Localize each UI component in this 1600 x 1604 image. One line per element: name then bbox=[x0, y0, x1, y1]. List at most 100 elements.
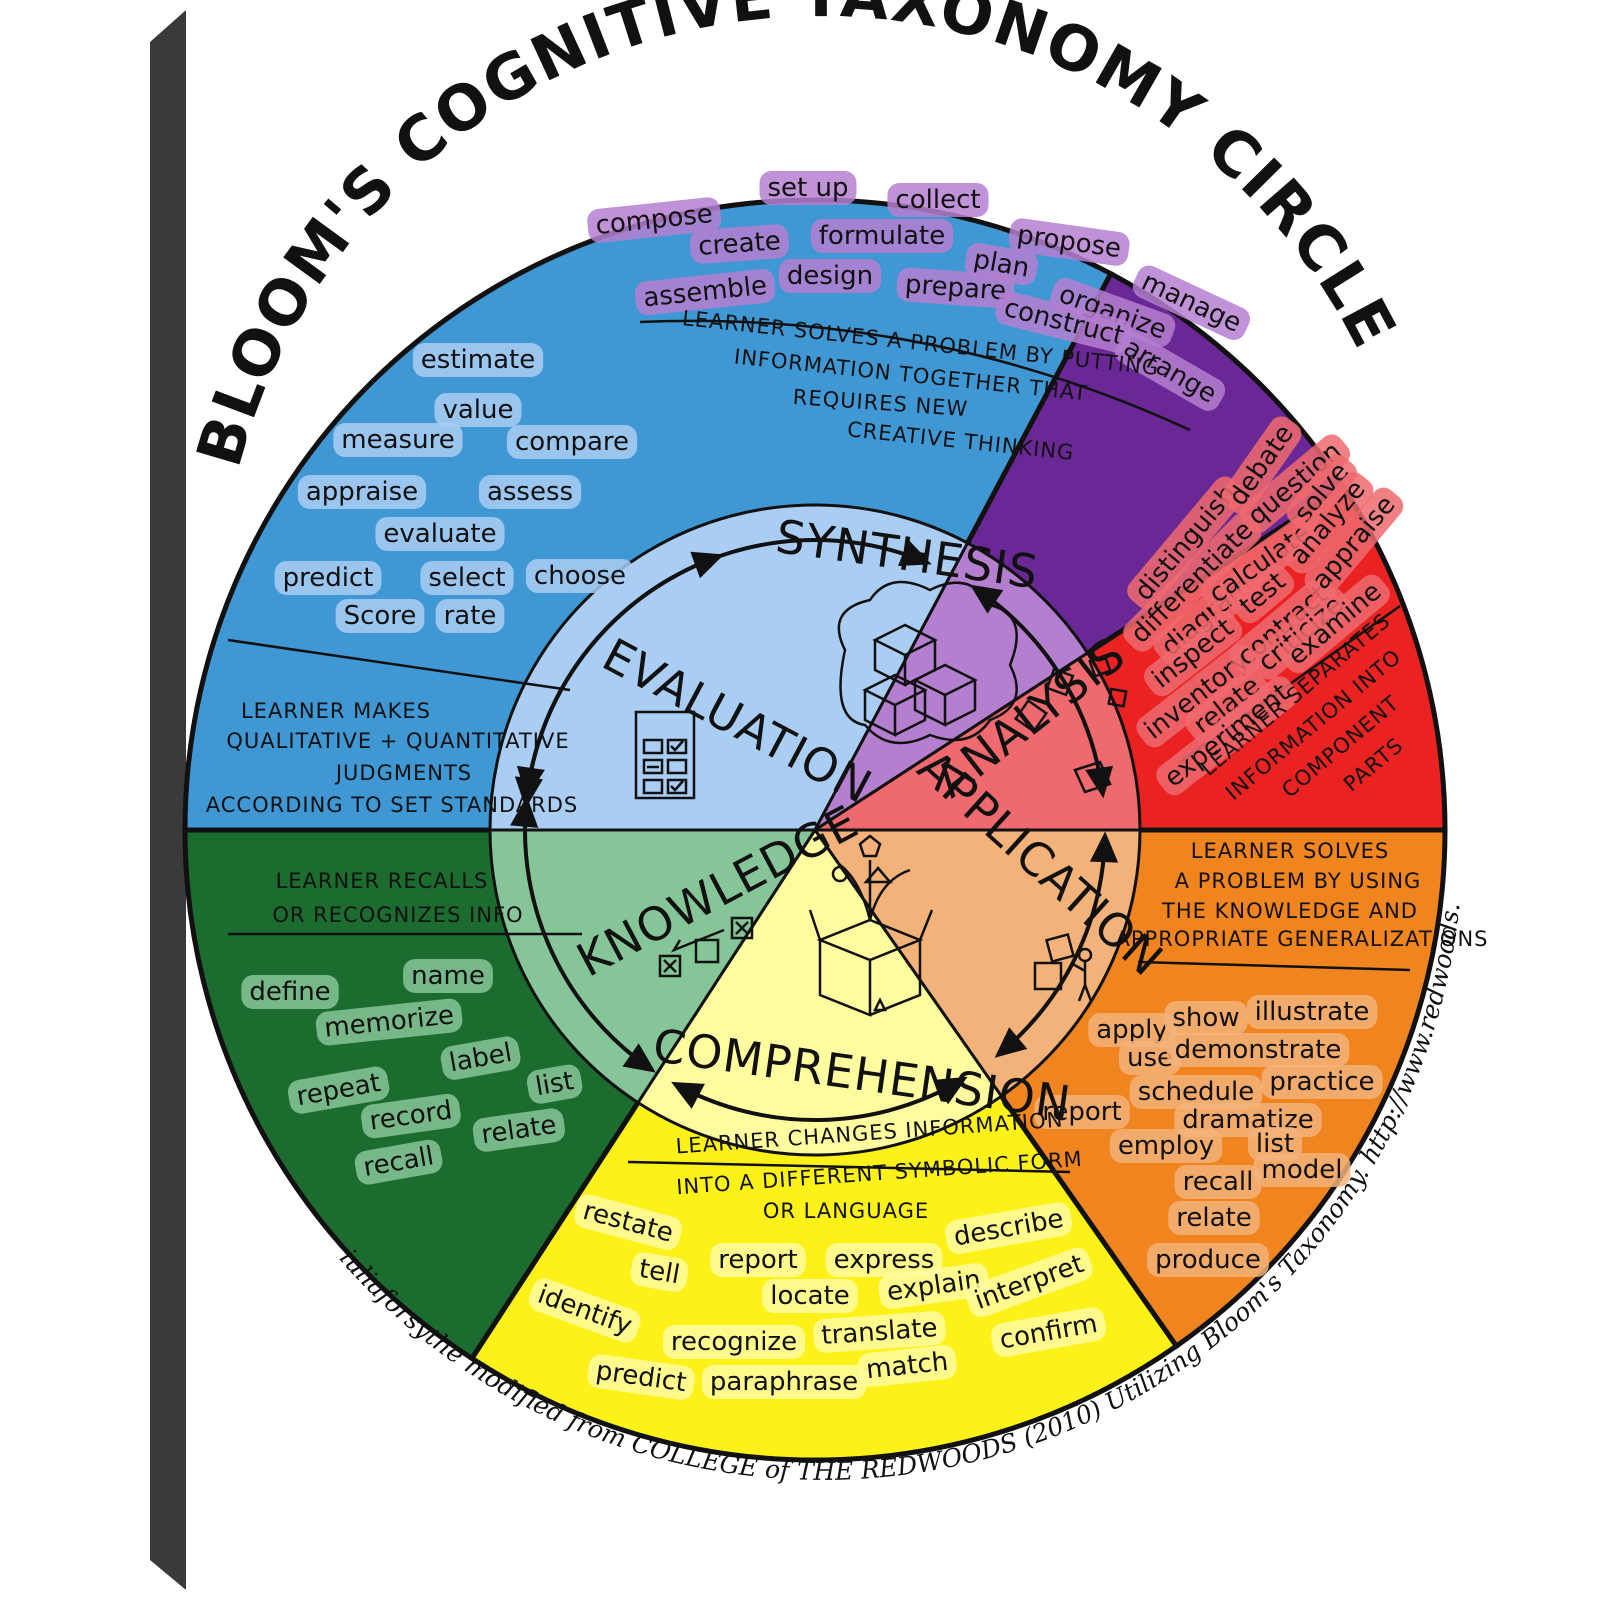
application-description: THE KNOWLEDGE AND bbox=[1161, 899, 1418, 923]
synthesis-divider bbox=[639, 319, 1191, 432]
arrowhead bbox=[933, 1076, 968, 1105]
verb-chip: translate bbox=[813, 1311, 946, 1353]
verb-highlight bbox=[526, 1064, 583, 1104]
verb-highlight bbox=[1008, 218, 1130, 266]
knowledge-description: OR RECOGNIZES INFO bbox=[272, 903, 523, 927]
cycle-arrow bbox=[523, 804, 650, 1070]
arrowhead bbox=[690, 551, 725, 579]
verb-text: illustrate bbox=[1255, 997, 1370, 1027]
verb-text: estimate bbox=[421, 345, 535, 375]
verb-highlight bbox=[403, 959, 493, 993]
verb-highlight bbox=[878, 1263, 990, 1310]
verb-highlight bbox=[825, 1243, 943, 1277]
verb-highlight bbox=[1174, 1165, 1262, 1199]
verb-highlight bbox=[689, 224, 789, 264]
verb-highlight bbox=[1127, 476, 1245, 610]
verb-highlight bbox=[1247, 1127, 1303, 1161]
verb-highlight bbox=[506, 425, 638, 459]
canvas-edge-shadow bbox=[150, 10, 186, 1590]
verb-highlight bbox=[354, 1139, 443, 1185]
verb-text: list bbox=[533, 1066, 576, 1102]
verb-chip: measure bbox=[333, 423, 463, 457]
application-divider bbox=[1137, 960, 1411, 972]
verb-text: recall bbox=[1183, 1167, 1254, 1197]
verb-highlight bbox=[1050, 278, 1176, 347]
verb-chip: model bbox=[1253, 1153, 1351, 1187]
evaluation-divider bbox=[227, 638, 571, 692]
icons bbox=[634, 580, 1128, 1017]
verb-chip: choose bbox=[525, 559, 635, 593]
verb-highlight bbox=[1147, 1243, 1269, 1277]
verb-chip: report bbox=[710, 1243, 806, 1277]
verb-chip: illustrate bbox=[1246, 995, 1378, 1029]
verb-highlight bbox=[420, 561, 514, 595]
verb-highlight bbox=[333, 423, 463, 457]
verb-chip: produce bbox=[1147, 1243, 1269, 1277]
evaluation-description: LEARNER MAKES bbox=[241, 699, 431, 723]
cycle-arrow bbox=[1000, 840, 1107, 1054]
arrowhead bbox=[516, 765, 545, 799]
verb-highlight bbox=[701, 1365, 867, 1399]
verb-highlight bbox=[813, 1311, 946, 1353]
verb-highlight bbox=[1034, 1095, 1130, 1129]
verb-chip: list bbox=[526, 1064, 583, 1104]
verb-highlight bbox=[274, 561, 382, 595]
arrowhead bbox=[510, 795, 539, 828]
evaluation-description: QUALITATIVE + QUANTITATIVE bbox=[226, 729, 569, 753]
verb-text: define bbox=[249, 977, 330, 1007]
verb-highlight bbox=[710, 1243, 806, 1277]
verb-highlight bbox=[587, 1354, 695, 1400]
verb-highlight bbox=[778, 259, 882, 293]
verb-chip: Score bbox=[335, 599, 425, 633]
verb-highlight bbox=[887, 183, 989, 217]
verb-text: collect bbox=[895, 185, 980, 215]
verb-chip: create bbox=[689, 224, 789, 264]
verb-chip: assess bbox=[478, 475, 582, 509]
verb-text: employ bbox=[1118, 1131, 1214, 1161]
cubes-cloud-icon bbox=[837, 580, 1018, 745]
verb-text: locate bbox=[770, 1281, 850, 1311]
verb-highlight bbox=[574, 1194, 682, 1250]
verb-highlight bbox=[966, 1247, 1093, 1318]
verb-chip: schedule bbox=[1129, 1075, 1263, 1109]
verb-highlight bbox=[1239, 434, 1351, 534]
verb-chip: relate bbox=[1168, 1201, 1260, 1235]
verb-chip: predict bbox=[587, 1354, 695, 1400]
verb-text: prepare bbox=[904, 270, 1007, 307]
verb-highlight bbox=[857, 1345, 957, 1387]
arrowhead bbox=[1089, 831, 1119, 863]
verb-text: use bbox=[1127, 1043, 1173, 1073]
verb-highlight bbox=[587, 197, 722, 243]
verb-highlight bbox=[412, 343, 544, 377]
verb-chip: compare bbox=[506, 425, 638, 459]
verb-chip: paraphrase bbox=[701, 1365, 867, 1399]
verb-chip: use bbox=[1118, 1041, 1182, 1075]
verb-highlight bbox=[1109, 1129, 1223, 1163]
verb-highlight bbox=[434, 393, 522, 427]
verb-highlight bbox=[440, 1036, 521, 1080]
verb-chip: recognize bbox=[662, 1325, 806, 1359]
sector-application-inner bbox=[812, 828, 1142, 1099]
verb-highlight bbox=[662, 1325, 806, 1359]
arrowhead bbox=[994, 1027, 1028, 1058]
verb-text: choose bbox=[534, 561, 626, 591]
verb-text: apply bbox=[1096, 1015, 1168, 1045]
verb-chip: value bbox=[434, 393, 522, 427]
verb-highlight bbox=[1156, 676, 1298, 796]
verb-chip: express bbox=[825, 1243, 943, 1277]
verb-highlight bbox=[1279, 574, 1390, 674]
verb-text: predict bbox=[283, 563, 374, 593]
verb-highlight bbox=[1088, 1013, 1176, 1047]
verb-text: schedule bbox=[1138, 1077, 1255, 1107]
verb-text: select bbox=[428, 563, 505, 593]
verb-highlight bbox=[945, 1202, 1073, 1254]
verb-text: name bbox=[411, 961, 485, 991]
boxes-with-arrows-icon bbox=[658, 916, 754, 978]
verb-highlight bbox=[335, 599, 425, 633]
verb-highlight bbox=[1144, 611, 1243, 697]
knowledge-description: LEARNER RECALLS bbox=[276, 869, 489, 893]
arrowhead bbox=[622, 1043, 656, 1073]
verb-highlight bbox=[1185, 668, 1269, 743]
verb-text: show bbox=[1172, 1003, 1239, 1033]
